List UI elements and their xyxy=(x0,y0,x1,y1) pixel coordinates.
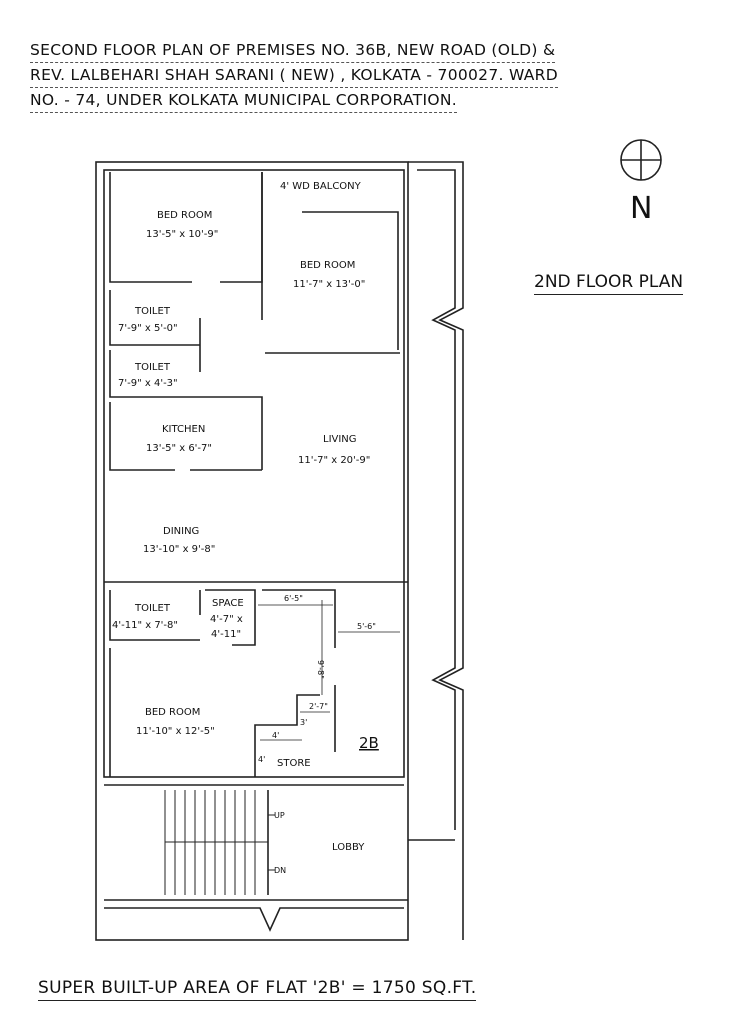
balcony-label: 4' WD BALCONY xyxy=(280,181,362,192)
kitchen-name: KITCHEN xyxy=(162,424,205,435)
bedroom-2-size: 11'-7" x 13'-0" xyxy=(293,279,365,290)
store-label: STORE xyxy=(277,758,311,769)
toilet-3-name: TOILET xyxy=(134,603,171,614)
dimension-4-vertical: 4' xyxy=(258,755,265,764)
dimension-9-8: 9'-8" xyxy=(316,660,325,679)
space-size-2: 4'-11" xyxy=(211,629,241,640)
bedroom-1-size: 13'-5" x 10'-9" xyxy=(146,229,218,240)
toilet-1-size: 7'-9" x 5'-0" xyxy=(118,323,178,334)
bedroom-1-name: BED ROOM xyxy=(157,210,212,221)
dimension-2-7: 2'-7" xyxy=(309,702,328,711)
bedroom-2-name: BED ROOM xyxy=(300,260,355,271)
toilet-2-size: 7'-9" x 4'-3" xyxy=(118,378,178,389)
kitchen-size: 13'-5" x 6'-7" xyxy=(146,443,212,454)
floor-plan-label: 2ND FLOOR PLAN xyxy=(534,272,684,295)
dimension-6-5: 6'-5" xyxy=(284,594,303,603)
title-line-3: NO. - 74, UNDER KOLKATA MUNICIPAL CORPOR… xyxy=(30,88,457,113)
north-arrow-icon xyxy=(620,139,662,181)
stairs xyxy=(164,790,275,895)
dimension-3: 3' xyxy=(300,718,307,727)
super-built-up-area: SUPER BUILT-UP AREA OF FLAT '2B' = 1750 … xyxy=(38,978,477,1001)
walls xyxy=(95,161,464,941)
north-label: N xyxy=(630,191,652,226)
living-size: 11'-7" x 20'-9" xyxy=(298,455,370,466)
toilet-1-name: TOILET xyxy=(134,306,171,317)
bedroom-3-name: BED ROOM xyxy=(145,707,200,718)
living-name: LIVING xyxy=(323,434,357,445)
dimension-4-horizontal: 4' xyxy=(272,731,279,740)
lobby-label: LOBBY xyxy=(332,842,365,853)
dining-size: 13'-10" x 9'-8" xyxy=(143,544,215,555)
dining-name: DINING xyxy=(163,526,199,537)
flat-number: 2B xyxy=(359,734,379,752)
toilet-3-size: 4'-11" x 7'-8" xyxy=(112,620,178,631)
stair-down-label: DN xyxy=(274,866,286,875)
bedroom-3-size: 11'-10" x 12'-5" xyxy=(136,726,215,737)
plan-title: SECOND FLOOR PLAN OF PREMISES NO. 36B, N… xyxy=(30,38,558,113)
stair-up-label: UP xyxy=(274,811,285,820)
dimension-5-6: 5'-6" xyxy=(357,622,376,631)
dimension-lines xyxy=(258,600,400,741)
space-name: SPACE xyxy=(212,598,244,609)
toilet-2-name: TOILET xyxy=(134,362,171,373)
space-size-1: 4'-7" x xyxy=(210,614,243,625)
